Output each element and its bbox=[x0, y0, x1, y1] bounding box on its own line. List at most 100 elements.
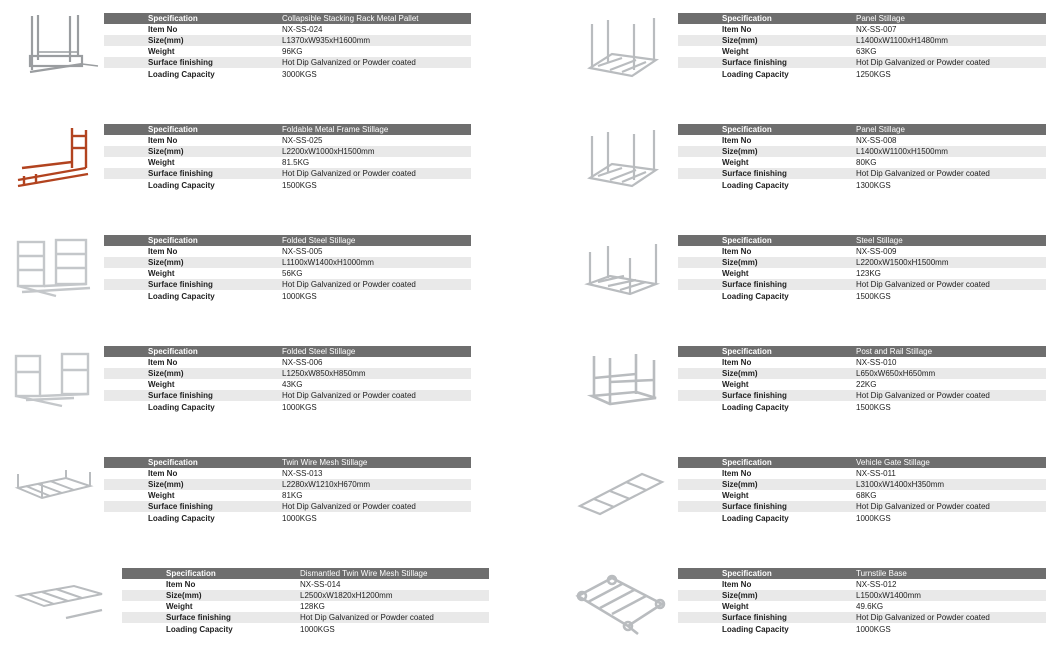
weight-label: Weight bbox=[104, 490, 282, 502]
spec-label: Specification bbox=[104, 346, 282, 358]
capacity-label: Loading Capacity bbox=[104, 290, 282, 302]
product-name: Panel Stillage bbox=[856, 13, 1046, 25]
size-label: Size(mm) bbox=[104, 479, 282, 491]
surface-label: Surface finishing bbox=[678, 57, 856, 69]
capacity-value: 1250KGS bbox=[856, 68, 1046, 80]
size-value: L650xW650xH650mm bbox=[856, 368, 1046, 380]
weight-value: 80KG bbox=[856, 157, 1046, 169]
folded-stillage-image bbox=[16, 238, 91, 298]
weight-value: 63KG bbox=[856, 46, 1046, 58]
surface-label: Surface finishing bbox=[104, 57, 282, 69]
product-name: Vehicle Gate Stillage bbox=[856, 457, 1046, 469]
weight-label: Weight bbox=[678, 46, 856, 58]
item-no-label: Item No bbox=[678, 357, 856, 369]
weight-value: 49.6KG bbox=[856, 601, 1046, 613]
item-no-label: Item No bbox=[104, 357, 282, 369]
item-no-value: NX-SS-005 bbox=[282, 246, 471, 258]
vehicle-gate-stillage-image bbox=[577, 472, 665, 516]
capacity-value: 3000KGS bbox=[282, 68, 471, 80]
surface-value: Hot Dip Galvanized or Powder coated bbox=[856, 612, 1046, 624]
item-no-value: NX-SS-007 bbox=[856, 24, 1046, 36]
capacity-value: 1000KGS bbox=[856, 512, 1046, 524]
weight-label: Weight bbox=[104, 46, 282, 58]
capacity-label: Loading Capacity bbox=[104, 512, 282, 524]
product-name: Post and Rail Stillage bbox=[856, 346, 1046, 358]
spec-label: Specification bbox=[104, 457, 282, 469]
capacity-label: Loading Capacity bbox=[678, 512, 856, 524]
surface-value: Hot Dip Galvanized or Powder coated bbox=[856, 279, 1046, 291]
panel-stillage-image bbox=[587, 130, 660, 188]
foldable-frame-image bbox=[17, 128, 89, 188]
weight-label: Weight bbox=[104, 268, 282, 280]
spec-label: Specification bbox=[122, 568, 300, 580]
capacity-value: 1300KGS bbox=[856, 179, 1046, 191]
spec-label: Specification bbox=[678, 235, 856, 247]
surface-label: Surface finishing bbox=[678, 390, 856, 402]
weight-value: 123KG bbox=[856, 268, 1046, 280]
capacity-value: 1500KGS bbox=[282, 179, 471, 191]
item-no-value: NX-SS-012 bbox=[856, 579, 1046, 591]
weight-label: Weight bbox=[678, 490, 856, 502]
surface-value: Hot Dip Galvanized or Powder coated bbox=[282, 501, 471, 513]
product-name: Foldable Metal Frame Stillage bbox=[282, 124, 471, 136]
weight-label: Weight bbox=[678, 157, 856, 169]
weight-label: Weight bbox=[678, 379, 856, 391]
size-value: L2200xW1000xH1500mm bbox=[282, 146, 471, 158]
item-no-value: NX-SS-011 bbox=[856, 468, 1046, 480]
size-label: Size(mm) bbox=[678, 146, 856, 158]
surface-label: Surface finishing bbox=[122, 612, 300, 624]
spec-label: Specification bbox=[678, 457, 856, 469]
product-name: Folded Steel Stillage bbox=[282, 235, 471, 247]
twin-mesh-stillage-image bbox=[14, 470, 94, 500]
size-label: Size(mm) bbox=[104, 35, 282, 47]
weight-value: 128KG bbox=[300, 601, 489, 613]
surface-label: Surface finishing bbox=[678, 168, 856, 180]
weight-value: 68KG bbox=[856, 490, 1046, 502]
spec-label: Specification bbox=[678, 124, 856, 136]
product-name: Twin Wire Mesh Stillage bbox=[282, 457, 471, 469]
capacity-value: 1500KGS bbox=[856, 401, 1046, 413]
item-no-label: Item No bbox=[122, 579, 300, 591]
product-name: Dismantled Twin Wire Mesh Stillage bbox=[300, 568, 489, 580]
capacity-value: 1000KGS bbox=[282, 401, 471, 413]
item-no-value: NX-SS-014 bbox=[300, 579, 489, 591]
dismantled-mesh-stillage-image bbox=[14, 584, 103, 620]
surface-label: Surface finishing bbox=[678, 612, 856, 624]
size-value: L1400xW1100xH1500mm bbox=[856, 146, 1046, 158]
product-name: Steel Stillage bbox=[856, 235, 1046, 247]
capacity-value: 1500KGS bbox=[856, 290, 1046, 302]
spec-label: Specification bbox=[678, 568, 856, 580]
product-name: Folded Steel Stillage bbox=[282, 346, 471, 358]
size-value: L2280xW1210xH670mm bbox=[282, 479, 471, 491]
size-label: Size(mm) bbox=[678, 368, 856, 380]
size-value: L1250xW850xH850mm bbox=[282, 368, 471, 380]
surface-label: Surface finishing bbox=[104, 168, 282, 180]
size-label: Size(mm) bbox=[104, 368, 282, 380]
size-value: L1500xW1400mm bbox=[856, 590, 1046, 602]
item-no-value: NX-SS-009 bbox=[856, 246, 1046, 258]
item-no-value: NX-SS-006 bbox=[282, 357, 471, 369]
capacity-value: 1000KGS bbox=[856, 623, 1046, 635]
surface-value: Hot Dip Galvanized or Powder coated bbox=[282, 279, 471, 291]
size-value: L2500xW1820xH1200mm bbox=[300, 590, 489, 602]
capacity-label: Loading Capacity bbox=[104, 401, 282, 413]
capacity-value: 1000KGS bbox=[282, 290, 471, 302]
weight-value: 56KG bbox=[282, 268, 471, 280]
size-value: L1100xW1400xH1000mm bbox=[282, 257, 471, 269]
surface-value: Hot Dip Galvanized or Powder coated bbox=[282, 168, 471, 180]
capacity-label: Loading Capacity bbox=[678, 401, 856, 413]
product-name: Collapsible Stacking Rack Metal Pallet bbox=[282, 13, 471, 25]
product-name: Turnstile Base bbox=[856, 568, 1046, 580]
item-no-label: Item No bbox=[678, 135, 856, 147]
item-no-value: NX-SS-008 bbox=[856, 135, 1046, 147]
panel-stillage-image bbox=[587, 18, 660, 78]
capacity-label: Loading Capacity bbox=[104, 179, 282, 191]
size-label: Size(mm) bbox=[678, 590, 856, 602]
item-no-label: Item No bbox=[104, 246, 282, 258]
